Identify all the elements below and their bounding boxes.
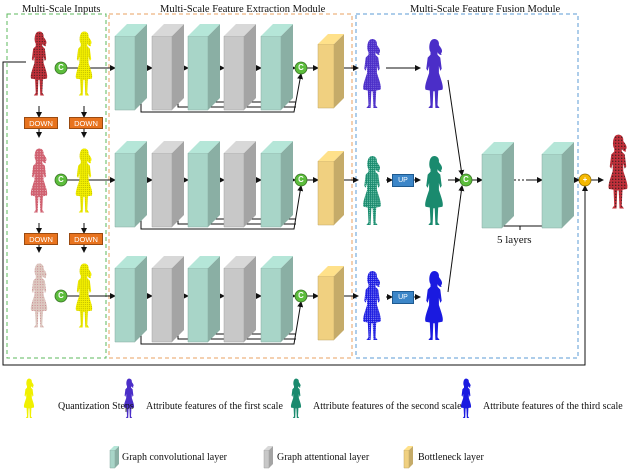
gcn-layer-1-1 (114, 24, 147, 111)
inputs-module-border (6, 13, 107, 359)
extraction-module-border (108, 13, 353, 359)
quantization-figure-3 (75, 263, 93, 328)
concat-extract-3 (294, 289, 308, 303)
concat-extract-3-label: C (298, 291, 304, 300)
bottleneck-layer-2 (317, 151, 344, 226)
legend-bottleneck-label: Bottleneck layer (418, 452, 484, 463)
down-box-1b: DOWN (69, 117, 103, 129)
legend-gcn-label: Graph convolutional layer (122, 452, 227, 463)
legend-third-scale-icon (460, 378, 472, 418)
fusion-gcn-first (481, 142, 514, 229)
first-scale-feature-b (425, 39, 443, 108)
gat-layer-1-2 (151, 24, 184, 111)
third-scale-feature-a (363, 271, 381, 340)
layers-count-label: 5 layers (497, 234, 532, 246)
output-person (608, 134, 628, 209)
legend-gat-label: Graph attentional layer (277, 452, 370, 463)
skip-3-1 (140, 301, 304, 345)
down-box-2b: DOWN (69, 233, 103, 245)
gcn-layer-2-3 (187, 141, 220, 228)
gcn-layer-1-5 (260, 24, 293, 111)
gcn-layer-2-5 (260, 141, 293, 228)
gcn-layer-2-1 (114, 141, 147, 228)
up-box-1: UP (392, 174, 414, 187)
down-box-1a: DOWN (24, 117, 58, 129)
concat-fusion (459, 173, 473, 187)
concat-input-1-label: C (58, 63, 64, 72)
fusion-module-title: Multi-Scale Feature Fusion Module (410, 4, 561, 15)
bottleneck-layer-3 (317, 266, 344, 341)
gcn-layer-3-5 (260, 256, 293, 343)
inputs-module-title: Multi-Scale Inputs (22, 4, 101, 15)
legend-quantization-label: Quantization Steps (58, 401, 134, 412)
input-person-1 (30, 31, 48, 96)
gcn-layer-1-3 (187, 24, 220, 111)
concat-input-2-label: C (58, 175, 64, 184)
legend-quantization-icon (23, 378, 35, 418)
gcn-layer-3-1 (114, 256, 147, 343)
concat-extract-2 (294, 173, 308, 187)
legend-third-scale-label: Attribute features of the third scale (483, 401, 623, 412)
concat-input-3-label: C (58, 291, 64, 300)
legend-gat-icon (263, 446, 273, 469)
legend-second-scale-icon (290, 378, 302, 418)
input-person-3 (30, 263, 48, 328)
input-person-2 (30, 148, 48, 213)
concat-input-3 (54, 289, 68, 303)
concat-extract-1 (294, 61, 308, 75)
concat-fusion-label: C (463, 175, 469, 184)
down-box-2a: DOWN (24, 233, 58, 245)
residual-loop (2, 61, 588, 366)
extraction-module-title: Multi-Scale Feature Extraction Module (160, 4, 326, 15)
quantization-figure-1 (75, 31, 93, 96)
skip-1-1 (140, 73, 304, 113)
gat-layer-2-2 (151, 141, 184, 228)
gat-layer-1-4 (223, 24, 256, 111)
up-box-2: UP (392, 291, 414, 304)
legend-gcn-icon (109, 446, 119, 469)
gat-layer-3-2 (151, 256, 184, 343)
add-residual (578, 173, 592, 187)
fuse-from-1 (447, 79, 465, 176)
concat-extract-2-label: C (298, 175, 304, 184)
gat-layer-2-4 (223, 141, 256, 228)
legend-first-scale-icon (123, 378, 135, 418)
fusion-module-border (355, 13, 579, 359)
second-scale-feature-a (363, 156, 381, 225)
add-residual-label: + (582, 175, 588, 184)
first-scale-feature-a (363, 39, 381, 108)
third-scale-feature-b (425, 271, 443, 340)
concat-extract-1-label: C (298, 63, 304, 72)
fusion-gcn-last (541, 142, 574, 229)
bottleneck-layer-1 (317, 34, 344, 109)
legend-bottleneck-icon (403, 446, 413, 469)
legend (23, 378, 472, 418)
concat-input-2 (54, 173, 68, 187)
gcn-layer-3-3 (187, 256, 220, 343)
gat-layer-3-4 (223, 256, 256, 343)
second-scale-feature-b (425, 156, 443, 225)
concat-input-1 (54, 61, 68, 75)
legend-first-scale-label: Attribute features of the first scale (146, 401, 283, 412)
skip-2-1 (140, 185, 304, 230)
legend-second-scale-label: Attribute features of the second scale (313, 401, 462, 412)
fuse-from-3 (447, 185, 465, 293)
